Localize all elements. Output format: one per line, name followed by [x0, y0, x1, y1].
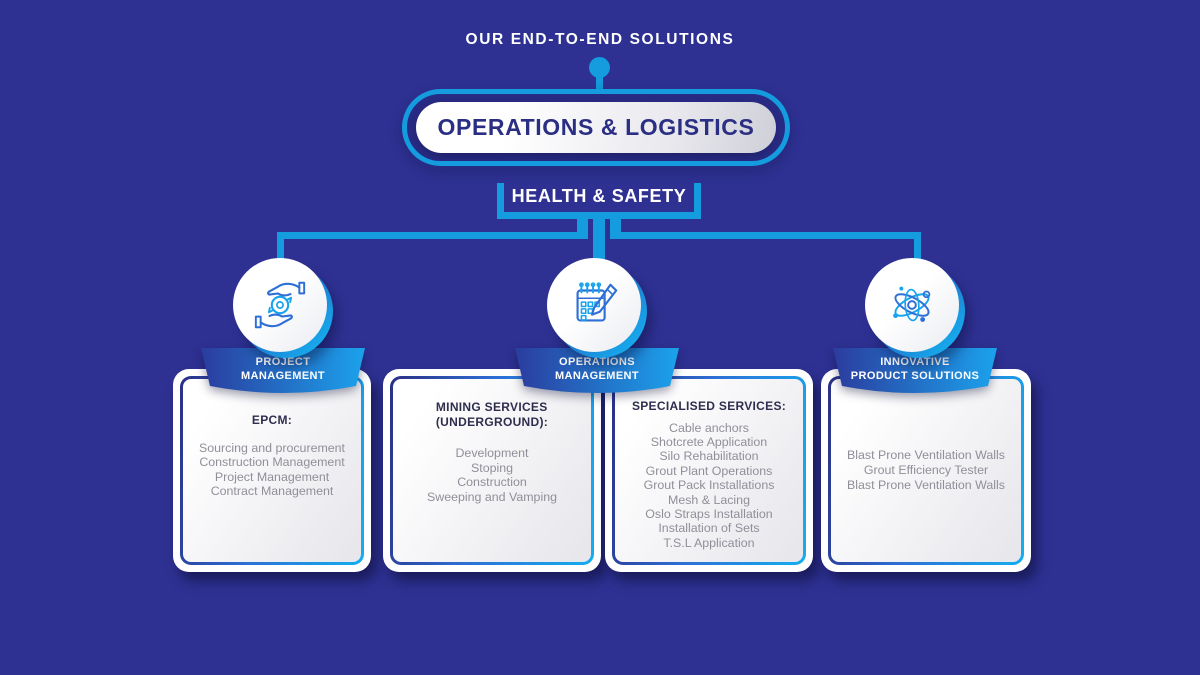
banner-ribbon-shape	[833, 348, 997, 393]
page-title: OUR END-TO-END SOLUTIONS	[465, 31, 735, 48]
connector-elbow-right	[914, 232, 921, 260]
list-item: Grout Pack Installations	[643, 478, 775, 493]
card-body: MINING SERVICES (UNDERGROUND): Developme…	[390, 376, 594, 565]
list-item: Oslo Straps Installation	[645, 506, 773, 521]
list-item: Cable anchors	[669, 420, 749, 435]
node-circle	[547, 258, 641, 352]
banner-ribbon-shape	[201, 348, 365, 393]
connector-hline-right	[621, 232, 921, 239]
atom-icon	[893, 286, 931, 322]
list-item: Sourcing and procurement	[198, 440, 346, 455]
hands-sync-icon	[254, 281, 306, 329]
list-item: Construction	[457, 475, 527, 490]
connector-dot	[589, 57, 610, 78]
branch-node-operations-management	[547, 258, 647, 358]
list-item: Silo Rehabilitation	[659, 449, 759, 464]
connector-hline-left	[277, 232, 577, 239]
banner-innovative-product-solutions: INNOVATIVE PRODUCT SOLUTIONS	[830, 348, 1000, 400]
list-item: Development	[455, 446, 529, 460]
list-item: Project Management	[214, 469, 330, 484]
list-item: Blast Prone Ventilation Walls	[847, 478, 1005, 492]
list-item: Shotcrete Application	[650, 434, 768, 449]
card-heading: EPCM:	[251, 413, 293, 427]
list-item: Blast Prone Ventilation Walls	[847, 448, 1005, 462]
banner-operations-management: OPERATIONS MANAGEMENT	[512, 348, 682, 400]
node-circle	[233, 258, 327, 352]
root-node: OPERATIONS & LOGISTICS	[402, 89, 790, 166]
secondary-node-label: HEALTH & SAFETY	[511, 185, 687, 206]
card-heading: MINING SERVICES (UNDERGROUND):	[435, 400, 549, 429]
calendar-pen-icon	[576, 282, 618, 322]
node-circle	[865, 258, 959, 352]
banner-label: PROJECT MANAGEMENT	[240, 356, 326, 382]
secondary-node: HEALTH & SAFETY	[497, 183, 701, 219]
list-item: Installation of Sets	[658, 521, 760, 536]
branch-node-innovative-product-solutions	[865, 258, 965, 358]
list-item: T.S.L Application	[663, 535, 755, 550]
root-node-label: OPERATIONS & LOGISTICS	[437, 114, 755, 140]
banner-label: INNOVATIVE PRODUCT SOLUTIONS	[850, 356, 980, 382]
connector-stem-left	[577, 219, 588, 239]
list-item: Construction Management	[199, 455, 345, 470]
card-heading: SPECIALISED SERVICES:	[631, 399, 787, 413]
list-item: Contract Management	[210, 484, 334, 499]
branch-node-project-management	[233, 258, 333, 358]
card-mining-services: MINING SERVICES (UNDERGROUND): Developme…	[383, 369, 601, 572]
banner-ribbon-shape	[515, 348, 679, 393]
list-item: Mesh & Lacing	[668, 492, 750, 507]
list-item: Sweeping and Vamping	[427, 489, 557, 504]
connector-stem-right	[610, 219, 621, 239]
list-item: Grout Efficiency Tester	[863, 463, 989, 477]
root-node-pill: OPERATIONS & LOGISTICS	[416, 102, 776, 153]
list-item: Stoping	[470, 460, 514, 475]
banner-project-management: PROJECT MANAGEMENT	[198, 348, 368, 400]
list-item: Grout Plant Operations	[645, 463, 773, 478]
connector-stem-top	[596, 73, 603, 92]
connector-stem-center	[593, 219, 605, 263]
connector-elbow-left	[277, 232, 284, 260]
banner-label: OPERATIONS MANAGEMENT	[554, 356, 640, 382]
